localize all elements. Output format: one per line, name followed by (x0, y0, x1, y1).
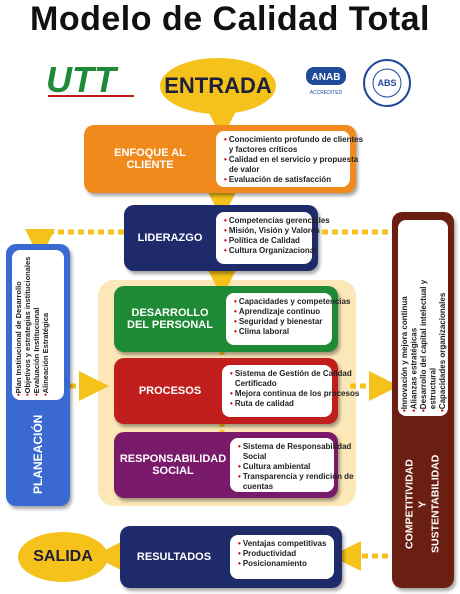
list-item: •Calidad en el servicio y propuesta (224, 155, 359, 164)
list-item: •cuentas (242, 482, 274, 491)
list-item: •Transparencia y rendición de (238, 472, 354, 481)
desarrollo-personal-list: •Capacidades y competencias •Aprendizaje… (226, 293, 351, 345)
list-item: •Clima laboral (234, 327, 290, 336)
svg-text:ABS: ABS (377, 78, 396, 88)
list-item: •Desarrollo del capital intelectual y (419, 279, 428, 412)
responsabilidad-social-list: •Sistema de Responsabilidad •Social •Cul… (230, 438, 354, 492)
list-item: •Capacidades y competencias (234, 297, 351, 306)
resultados-list: •Ventajas competitivas •Productividad •P… (230, 535, 334, 579)
list-item: •Ruta de calidad (230, 399, 294, 408)
competitividad-list: •Innovación y mejora continua •Alianzas … (398, 220, 448, 416)
planeacion-list: •Plan Institucional de Desarrollo •Objet… (12, 250, 64, 400)
list-item: •Sistema de Gestión de Calidad (230, 369, 352, 378)
enfoque-cliente-label: ENFOQUE AL CLIENTE (114, 147, 186, 171)
list-item: •Competencias gerenciales (224, 216, 330, 225)
liderazgo-label: LIDERAZGO (137, 232, 203, 244)
planeacion-block: •Plan Institucional de Desarrollo •Objet… (6, 244, 70, 506)
page-title: Modelo de Calidad Total (30, 0, 430, 38)
list-item: •Objetivos y estrategias institucionales (23, 256, 32, 396)
liderazgo-list: •Competencias gerenciales •Misión, Visió… (216, 212, 330, 264)
list-item: •y factores críticos (228, 145, 298, 154)
svg-text:ACCREDITED: ACCREDITED (310, 90, 343, 96)
competitividad-label: COMPETITIVIDAD Y SUSTENTABILIDAD (403, 454, 442, 554)
procesos-list: •Sistema de Gestión de Calidad •Certific… (222, 365, 360, 417)
anab-logo: ANAB ACCREDITED (304, 63, 348, 99)
list-item: •Plan Institucional de Desarrollo (14, 281, 23, 396)
list-item: •Productividad (238, 549, 297, 558)
list-item: •Innovación y mejora continua (400, 296, 409, 412)
list-item: •Política de Calidad (224, 236, 300, 245)
svg-text:ANAB: ANAB (312, 72, 341, 83)
list-item: •Mejora continua de los procesos (230, 389, 360, 398)
list-item: •Evaluación Institucional (32, 307, 41, 397)
list-item: •Posicionamiento (238, 559, 307, 568)
list-item: •Conocimiento profundo de clientes (224, 135, 364, 144)
list-item: •Aprendizaje continuo (234, 307, 321, 316)
utt-logo-text: UTT (46, 59, 119, 100)
resultados-block: RESULTADOS •Ventajas competitivas •Produ… (120, 526, 342, 588)
list-item: •Certificado (234, 379, 277, 388)
list-item: •Ventajas competitivas (238, 539, 327, 548)
enfoque-cliente-block: ENFOQUE AL CLIENTE •Conocimiento profund… (84, 125, 364, 193)
list-item: •Alianzas estratégicas (409, 327, 419, 412)
list-item: •estructural (428, 367, 438, 410)
utt-logo: UTT (46, 59, 134, 100)
list-item: •de valor (228, 165, 260, 174)
procesos-label: PROCESOS (138, 385, 202, 397)
list-item: •Cultura ambiental (238, 462, 311, 471)
list-item: •Alineación Estratégica (41, 312, 50, 396)
entrada-node: ENTRADA (160, 58, 276, 114)
list-item: •Sistema de Responsabilidad (238, 442, 352, 451)
list-item: •Evaluación de satisfacción (224, 175, 332, 184)
planeacion-label: PLANEACIÓN (31, 414, 45, 494)
list-item: •Seguridad y bienestar (234, 317, 323, 326)
salida-node: SALIDA (18, 532, 108, 582)
list-item: •Social (242, 452, 267, 461)
competitividad-block: •Innovación y mejora continua •Alianzas … (392, 212, 454, 588)
liderazgo-block: LIDERAZGO •Competencias gerenciales •Mis… (124, 205, 330, 271)
list-item: •Cultura Organizacional (224, 246, 317, 255)
list-item: •Capacidades organizacionales (438, 292, 447, 412)
resultados-label: RESULTADOS (136, 551, 212, 563)
list-item: •Misión, Visión y Valores (224, 226, 320, 235)
abs-quality-seal: ABS (362, 58, 412, 108)
enfoque-cliente-list: •Conocimiento profundo de clientes •y fa… (216, 131, 364, 187)
procesos-block: PROCESOS •Sistema de Gestión de Calidad … (114, 358, 360, 424)
